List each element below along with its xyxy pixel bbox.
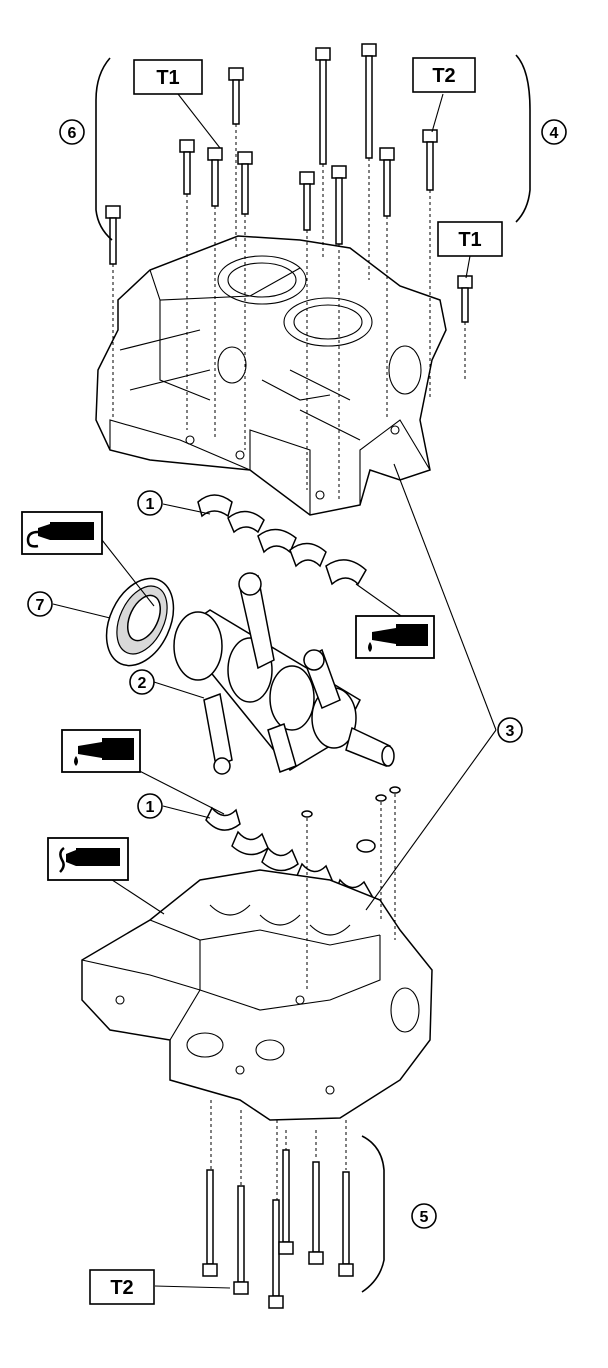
lower-crankcase: [81, 869, 433, 1121]
sealant-tube-icon: [21, 511, 103, 555]
torque-label-t2-top: T2: [412, 57, 476, 93]
callout-4: 4: [541, 119, 567, 145]
callout-6-number: 6: [68, 125, 77, 142]
sealant-tube-icon: [47, 837, 129, 881]
upper-bolt-guides: [112, 124, 466, 500]
upper-crankcase: [95, 235, 447, 516]
bolt: [105, 205, 121, 265]
bolt: [179, 139, 195, 195]
bolt: [299, 171, 315, 231]
torque-label-t1-top: T1: [133, 59, 203, 95]
bracket-5: [361, 1135, 385, 1293]
callout-4-number: 4: [550, 125, 559, 142]
bolt: [207, 147, 223, 207]
callout-2-number: 2: [138, 675, 147, 692]
bracket-4: [515, 54, 531, 223]
torque-label-t2-top-text: T2: [432, 65, 455, 87]
bolt: [361, 43, 377, 159]
torque-label-t2-bottom: T2: [89, 1269, 155, 1305]
callout-1-bottom-number: 1: [146, 799, 155, 816]
bolt: [422, 129, 438, 191]
lower-bolts: [202, 1149, 354, 1309]
torque-label-t1-right-text: T1: [458, 229, 481, 251]
callout-3-number: 3: [506, 723, 515, 740]
bolt: [338, 1171, 354, 1277]
bolt: [228, 67, 244, 125]
bolt: [331, 165, 347, 245]
upper-bearing-shells: [197, 494, 367, 586]
callout-2: 2: [129, 669, 155, 695]
bolt: [233, 1185, 249, 1295]
bolt: [457, 275, 473, 323]
bolt: [278, 1149, 294, 1255]
oil-can-icon: [355, 615, 435, 659]
leader-lines: [52, 93, 497, 1289]
callout-3: 3: [497, 717, 523, 743]
callout-1-bottom: 1: [137, 793, 163, 819]
callout-6: 6: [59, 119, 85, 145]
bolt: [202, 1169, 218, 1277]
bolt: [308, 1161, 324, 1265]
lower-bolt-guides: [210, 794, 396, 1200]
callout-5-number: 5: [420, 1209, 429, 1226]
bolt: [237, 151, 253, 215]
torque-label-t1-right: T1: [437, 221, 503, 257]
torque-label-t1-top-text: T1: [156, 67, 179, 89]
callout-7: 7: [27, 591, 53, 617]
bolt: [379, 147, 395, 217]
crankshaft-assembly: [173, 572, 395, 775]
callout-7-number: 7: [36, 597, 45, 614]
callout-5: 5: [411, 1203, 437, 1229]
bracket-6: [95, 57, 113, 241]
oil-can-icon: [61, 729, 141, 773]
oil-seal: [105, 577, 175, 667]
callout-1-top: 1: [137, 490, 163, 516]
bolt: [315, 47, 331, 165]
callout-1-top-number: 1: [146, 496, 155, 513]
upper-bolts: [105, 43, 473, 323]
torque-label-t2-bottom-text: T2: [110, 1277, 133, 1299]
